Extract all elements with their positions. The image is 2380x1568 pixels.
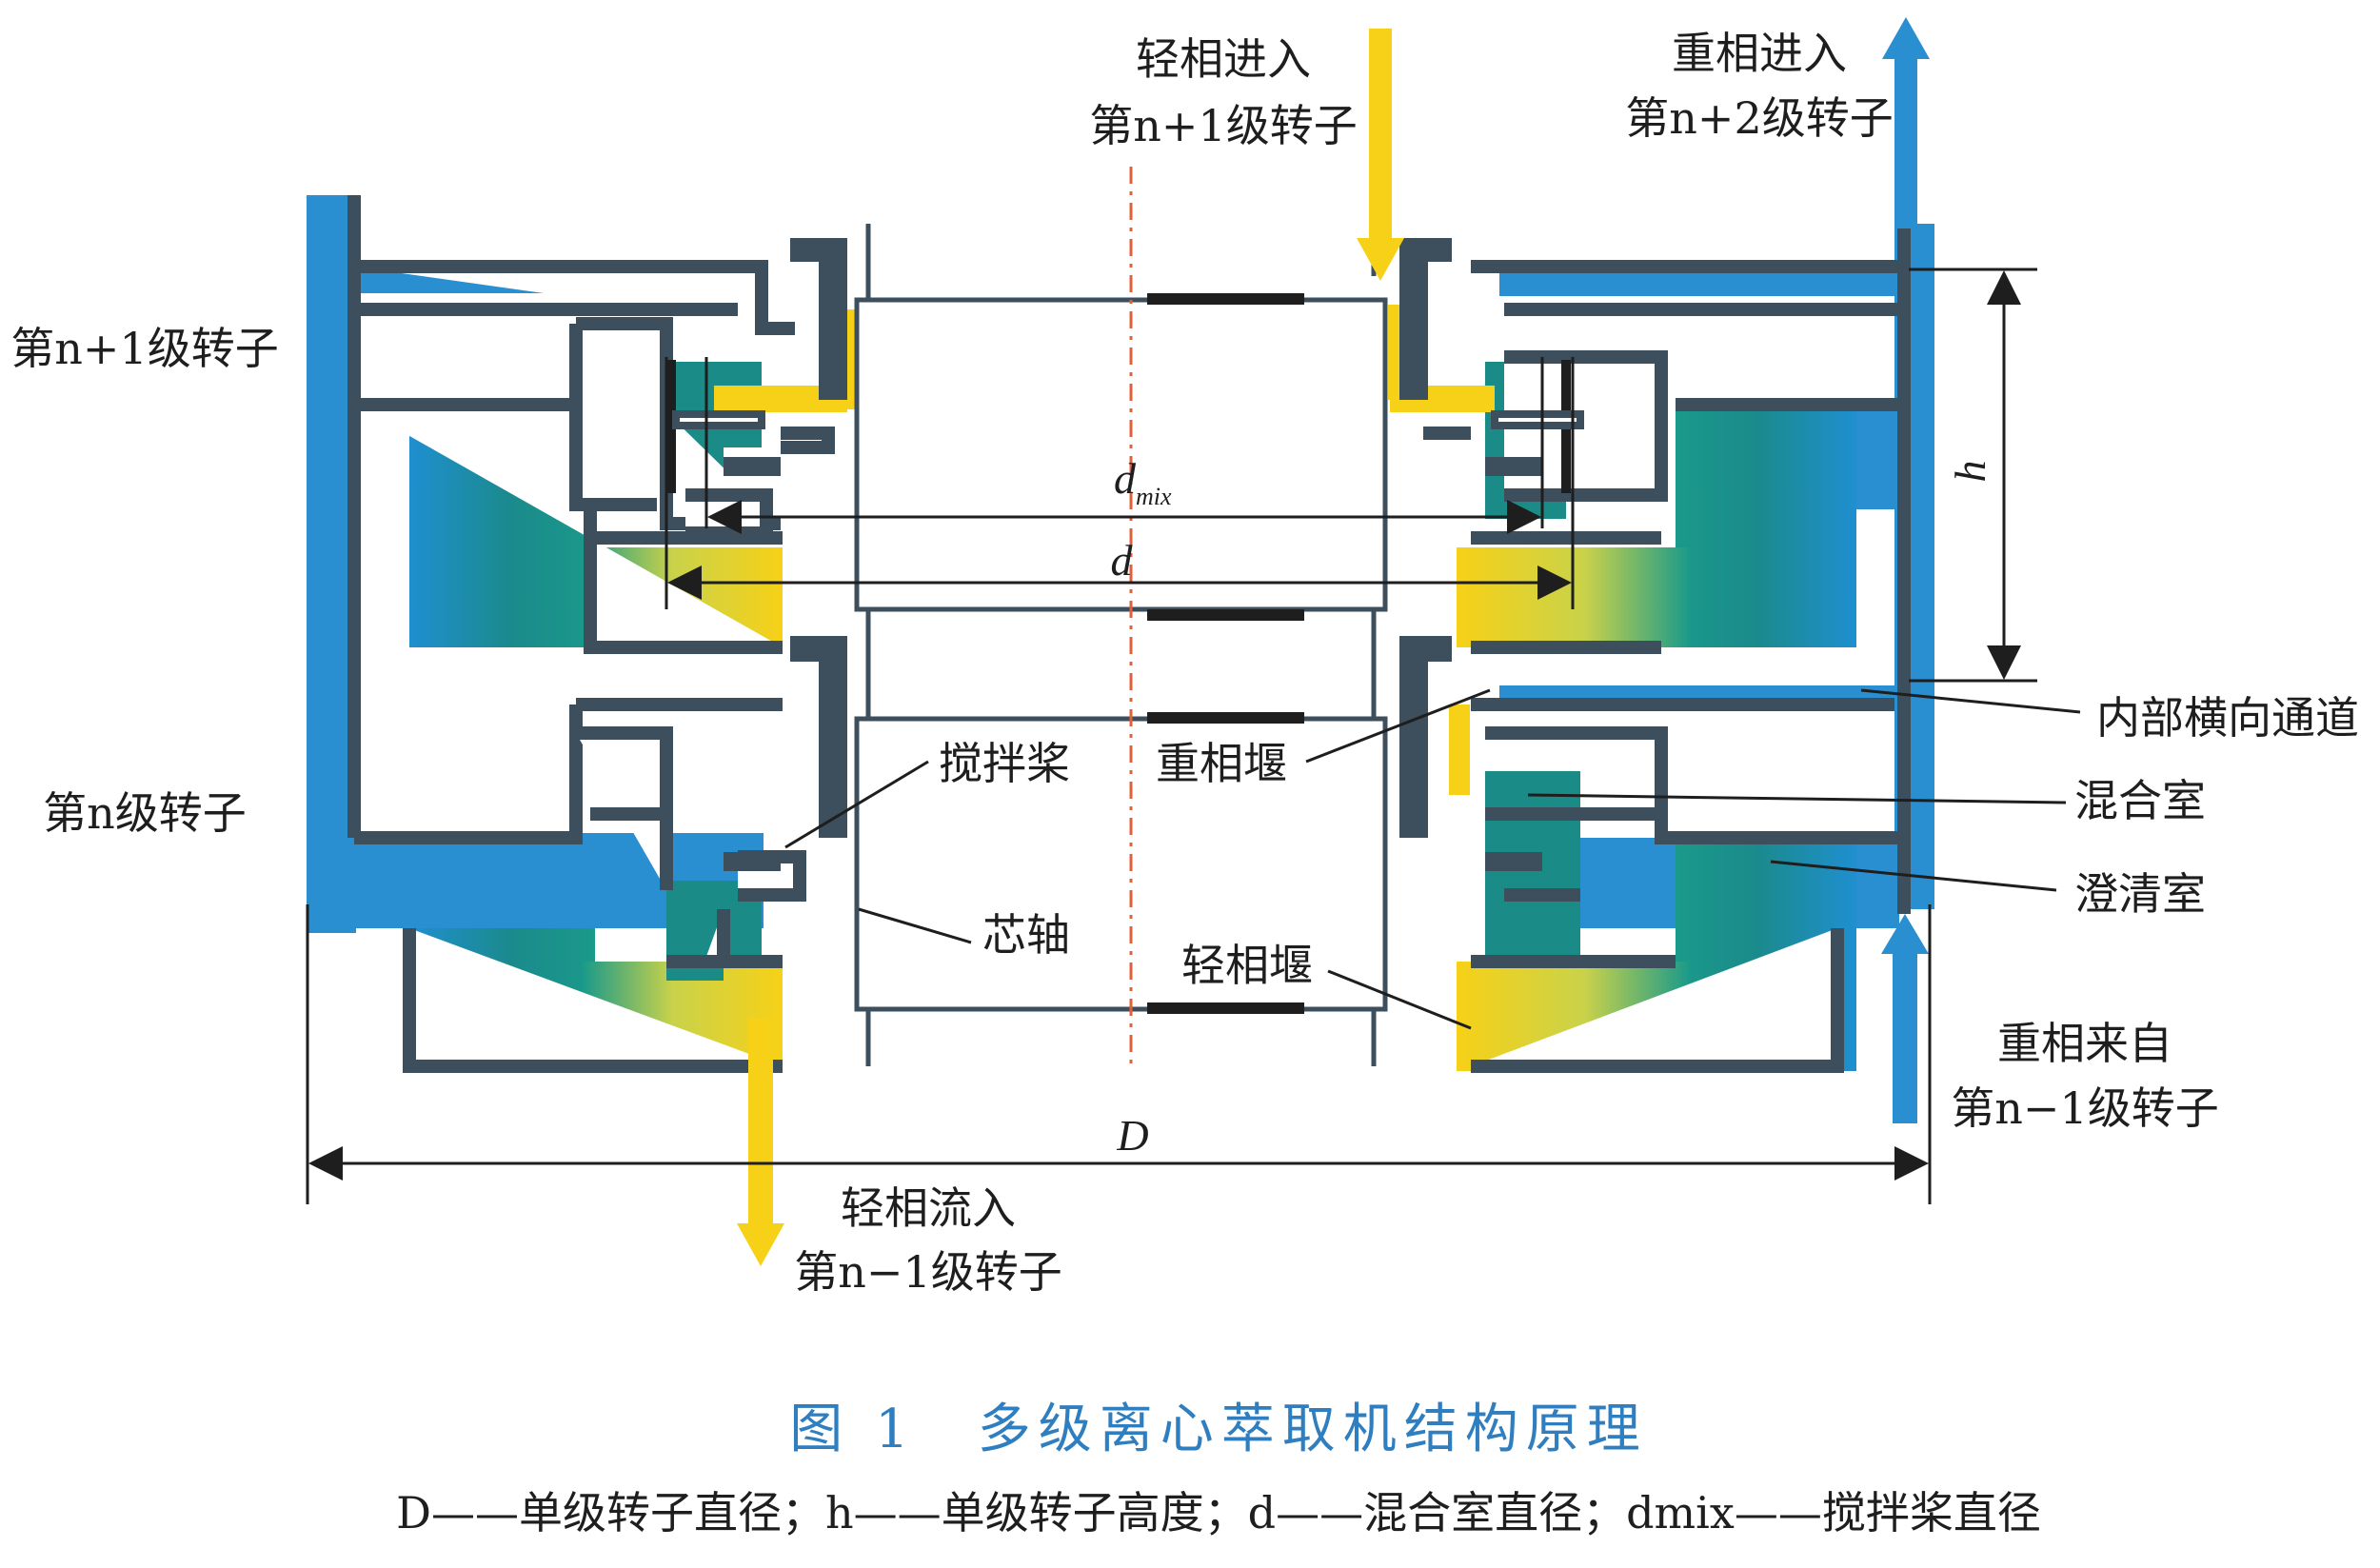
D-label: D <box>1116 1111 1148 1160</box>
rotor-n-plus-1-top-label: 第n+1级转子 <box>1089 100 1357 151</box>
flow-arrows <box>737 17 1930 1266</box>
d-label: d <box>1111 536 1134 585</box>
core-shaft-label: 芯轴 <box>982 909 1070 961</box>
figure-legend: D——单级转子直径；h——单级转子高度；d——混合室直径；dmix——搅拌桨直径 <box>396 1487 2041 1538</box>
light-out-arrow-head <box>737 1223 784 1266</box>
clarifying-chamber-label: 澄清室 <box>2074 868 2206 920</box>
heavy-from-label: 重相来自 <box>1997 1018 2172 1069</box>
mixing-chamber-label: 混合室 <box>2074 775 2206 826</box>
internal-channel-label: 内部横向通道 <box>2096 692 2359 744</box>
leader-lines <box>784 688 2081 1030</box>
dimension-lines <box>306 268 2037 1204</box>
heavy-in-arrow <box>1894 57 1917 228</box>
heavy-weir-label: 重相堰 <box>1156 738 1287 789</box>
rotor-n-minus-1-bottom-label: 第n−1级转子 <box>794 1246 1061 1298</box>
rotor-n-plus-2-label: 第n+2级转子 <box>1625 92 1893 144</box>
heavy-in-label: 重相进入 <box>1672 28 1847 79</box>
light-in-arrow-head <box>1357 238 1404 281</box>
dmix-label: dmix <box>1114 454 1172 510</box>
light-out-label: 轻相流入 <box>841 1182 1016 1234</box>
rotor-n-minus-1-right-label: 第n−1级转子 <box>1951 1082 2218 1134</box>
light-weir-label: 轻相堰 <box>1181 940 1313 991</box>
light-in-label: 轻相进入 <box>1136 33 1311 85</box>
heavy-in-arrow-head <box>1882 17 1930 59</box>
core-shaft <box>854 167 1388 1066</box>
heavy-from-arrow-head <box>1881 914 1929 954</box>
heavy-from-arrow <box>1893 952 1917 1123</box>
figure-title: 图 1 多级离心萃取机结构原理 <box>789 1399 1647 1460</box>
stirring-paddle-label: 搅拌桨 <box>939 738 1070 789</box>
rotor-n-left-label: 第n级转子 <box>43 787 247 839</box>
light-out-arrow <box>748 1019 773 1228</box>
light-in-arrow <box>1369 29 1392 243</box>
left-rotor-body <box>307 195 862 1073</box>
right-rotor-body <box>1388 224 1934 1073</box>
h-label: h <box>1946 461 1994 483</box>
rotor-n-plus-1-left-label: 第n+1级转子 <box>10 323 278 374</box>
